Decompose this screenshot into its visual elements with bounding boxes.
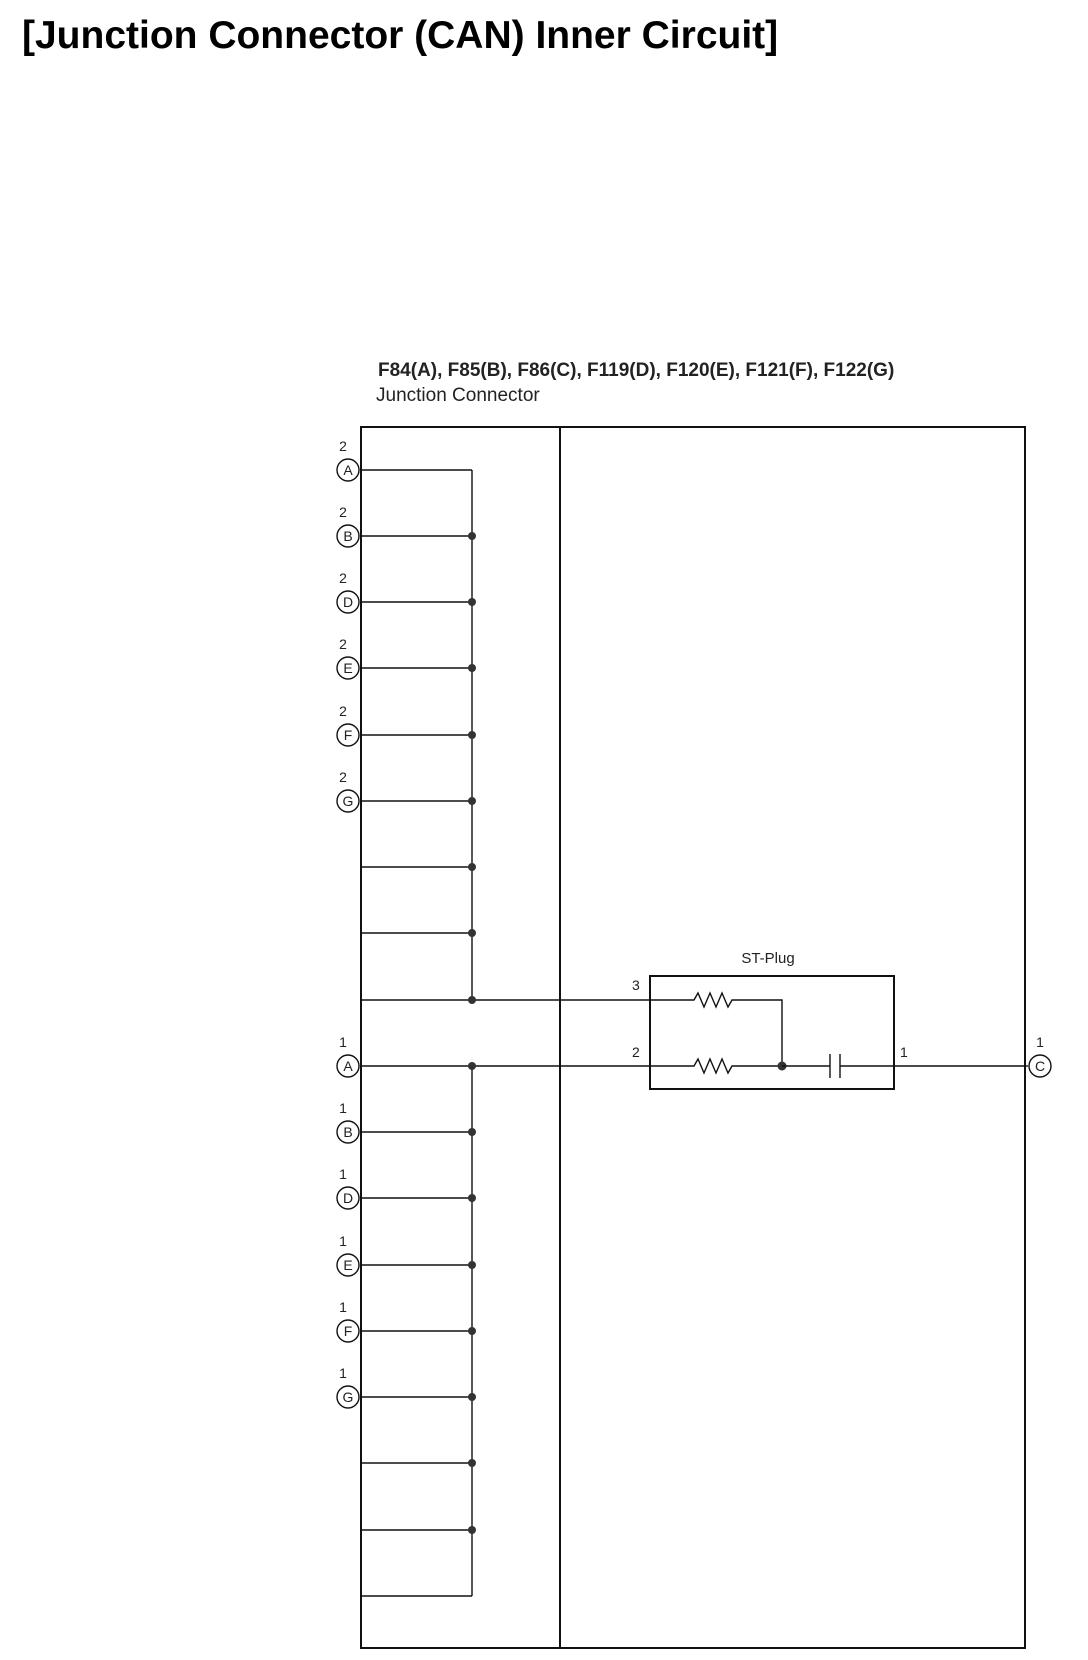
resistor-top-icon <box>650 991 783 1066</box>
st-plug: ST-Plug 3 2 1 <box>632 950 908 1090</box>
svg-text:A: A <box>343 462 353 478</box>
connector-header: F84(A), F85(B), F86(C), F119(D), F120(E)… <box>378 360 894 381</box>
svg-text:2: 2 <box>339 769 347 785</box>
resistor-bottom-icon <box>650 1057 782 1075</box>
lower-pin-E: 1 E <box>336 1233 360 1277</box>
svg-text:1: 1 <box>339 1100 347 1116</box>
svg-text:A: A <box>343 1058 353 1074</box>
svg-text:E: E <box>343 1257 352 1273</box>
connector-subheader: Junction Connector <box>376 385 540 406</box>
svg-text:2: 2 <box>632 1044 640 1060</box>
svg-text:D: D <box>343 1190 353 1206</box>
svg-text:1: 1 <box>339 1299 347 1315</box>
upper-junction-dots <box>468 532 476 1004</box>
svg-text:G: G <box>343 1389 354 1405</box>
upper-pin-D: 2 D <box>336 570 360 614</box>
svg-text:ST-Plug: ST-Plug <box>741 950 794 967</box>
svg-text:2: 2 <box>339 703 347 719</box>
svg-text:1: 1 <box>339 1365 347 1381</box>
svg-text:1: 1 <box>900 1044 908 1060</box>
svg-text:3: 3 <box>632 977 640 993</box>
upper-pin-B: 2 B <box>336 504 360 548</box>
svg-text:F: F <box>344 727 353 743</box>
lower-pin-A: 1 A <box>336 1034 360 1078</box>
svg-text:E: E <box>343 660 352 676</box>
svg-text:B: B <box>343 528 352 544</box>
svg-text:2: 2 <box>339 636 347 652</box>
svg-text:2: 2 <box>339 504 347 520</box>
connector-outline <box>360 426 1026 1649</box>
lower-pin-B: 1 B <box>336 1100 360 1144</box>
upper-wires <box>361 469 650 1001</box>
svg-text:1: 1 <box>339 1233 347 1249</box>
svg-text:D: D <box>343 594 353 610</box>
svg-text:2: 2 <box>339 570 347 586</box>
upper-pin-F: 2 F <box>336 703 360 747</box>
right-pin-C: 1 C <box>1028 1034 1052 1078</box>
lower-pin-F: 1 F <box>336 1299 360 1343</box>
svg-text:1: 1 <box>1036 1034 1044 1050</box>
svg-text:1: 1 <box>339 1034 347 1050</box>
lower-wires <box>361 1065 650 1597</box>
upper-pin-A: 2 A <box>336 438 360 482</box>
svg-text:F: F <box>344 1323 353 1339</box>
lower-junction-dots <box>468 1062 476 1534</box>
lower-pin-G: 1 G <box>336 1365 360 1409</box>
upper-pin-E: 2 E <box>336 636 360 680</box>
upper-pin-G: 2 G <box>336 769 360 813</box>
svg-text:1: 1 <box>339 1166 347 1182</box>
lower-pin-D: 1 D <box>336 1166 360 1210</box>
page-title: [Junction Connector (CAN) Inner Circuit] <box>22 14 779 57</box>
svg-text:2: 2 <box>339 438 347 454</box>
svg-text:G: G <box>343 793 354 809</box>
svg-text:C: C <box>1035 1058 1045 1074</box>
svg-text:B: B <box>343 1124 352 1140</box>
